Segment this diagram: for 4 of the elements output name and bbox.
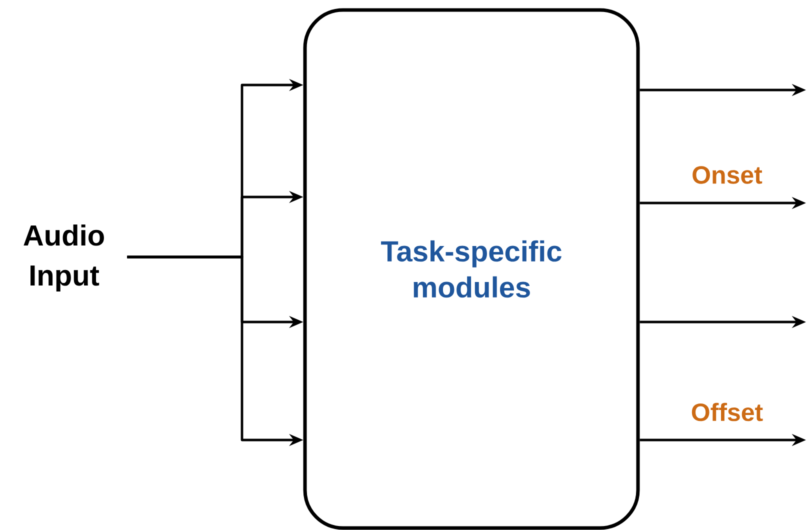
edge-label: Offset [690,402,764,422]
edge-label: Onset [690,165,764,185]
module-box: Task-specific modules [303,8,640,530]
input-label: Audio Input [24,224,104,292]
